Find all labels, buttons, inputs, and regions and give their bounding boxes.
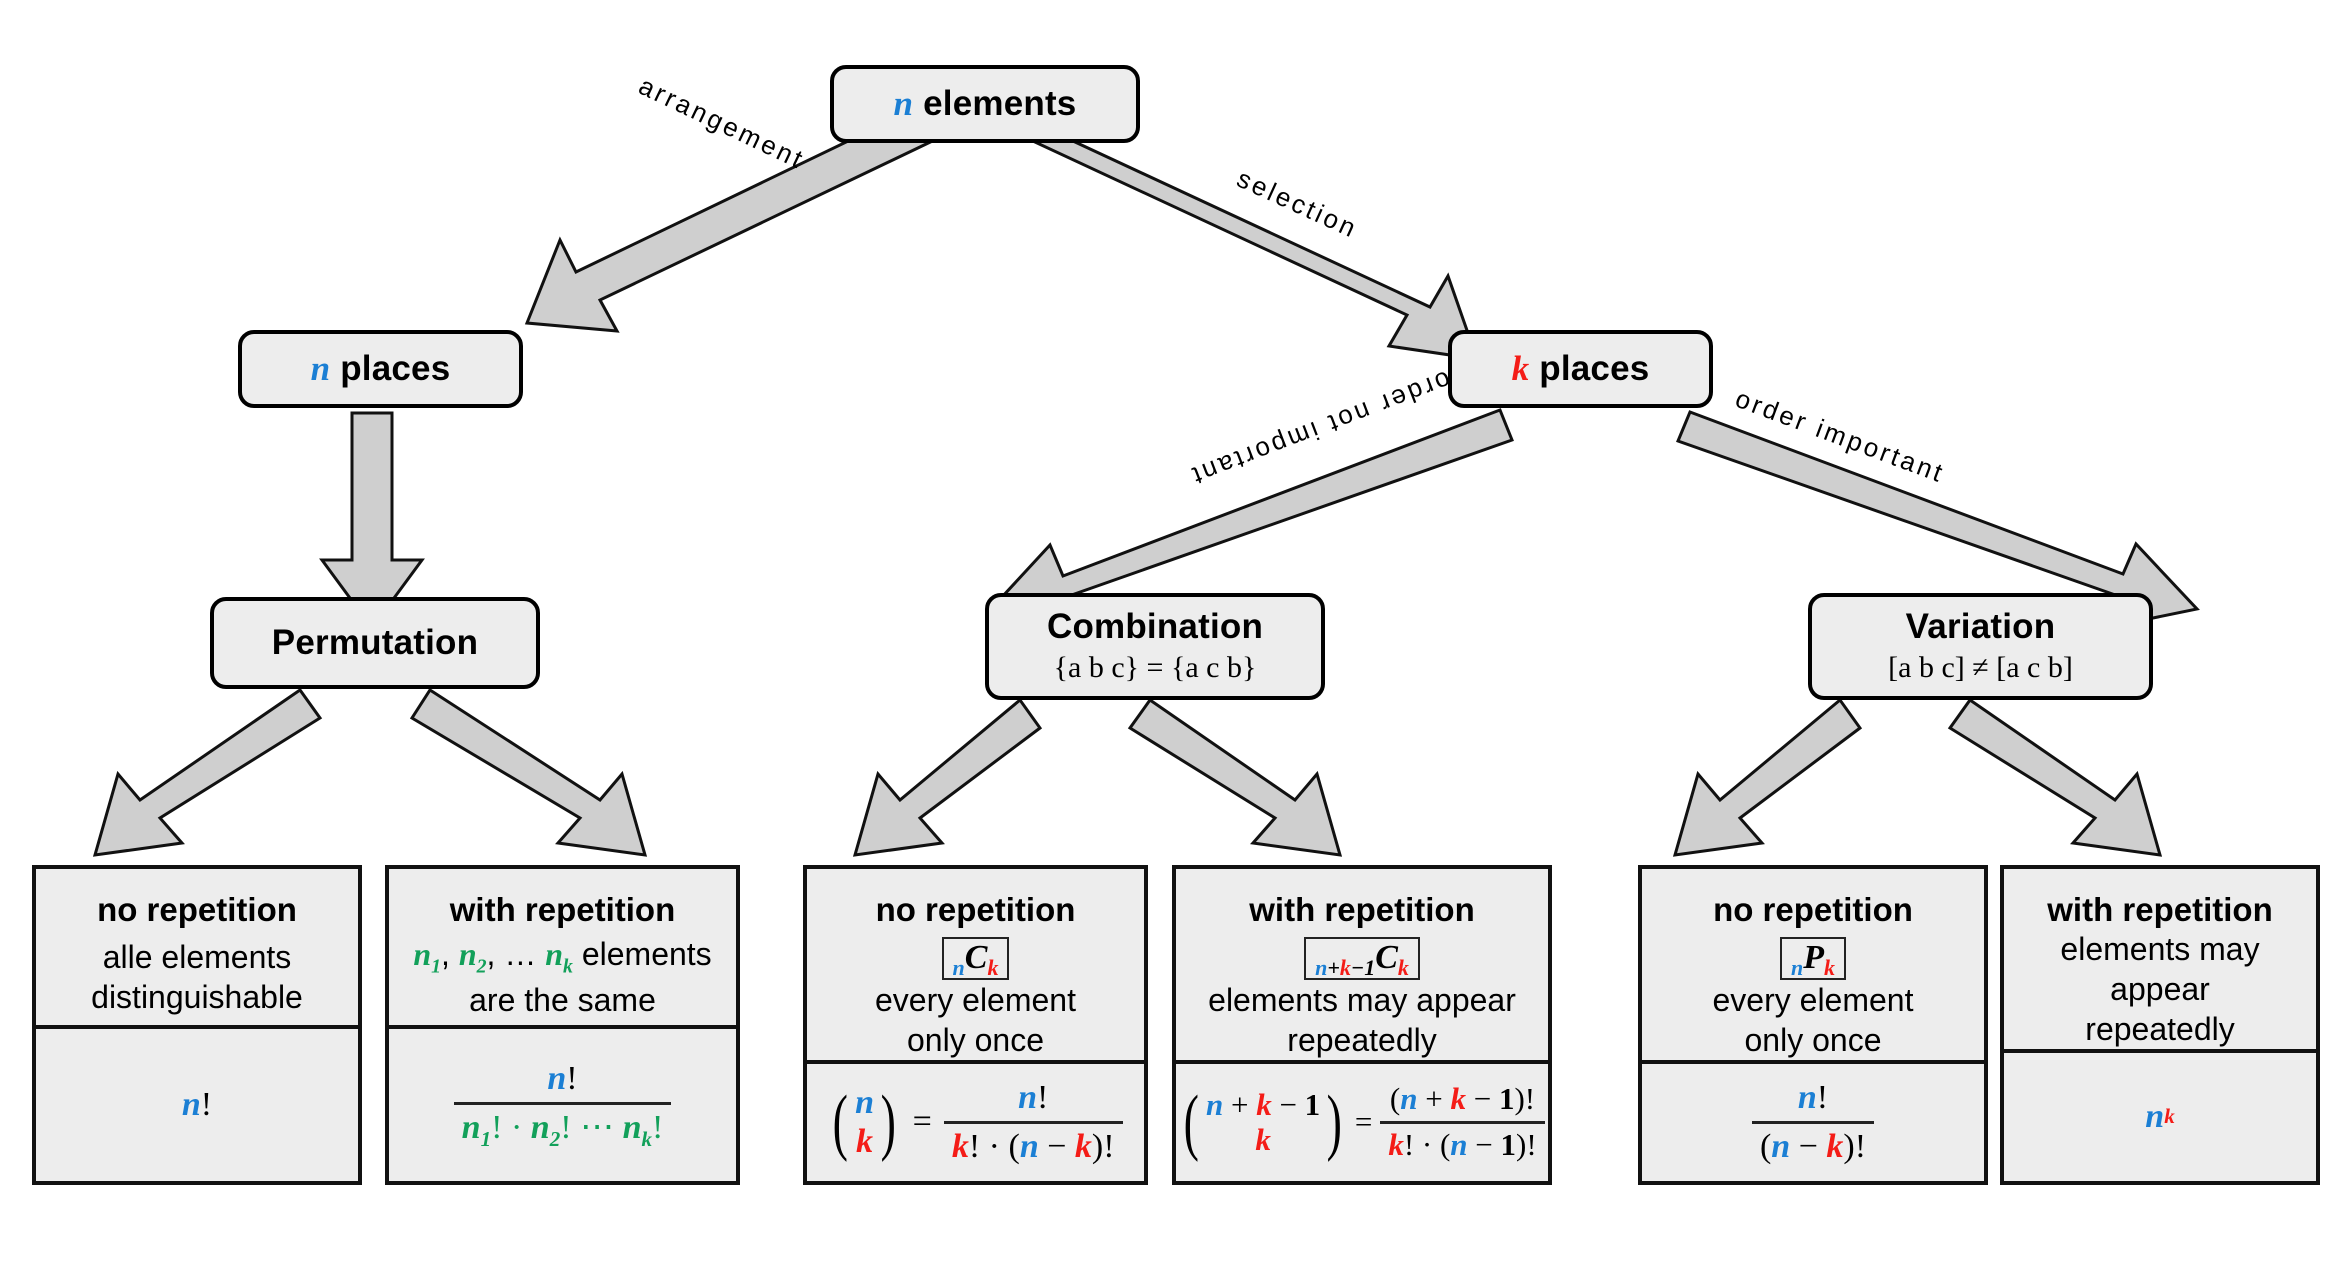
node-permutation[interactable]: Permutation <box>210 597 540 689</box>
leaf-desc-line: elements may appear <box>1208 981 1516 1018</box>
node-n-elements[interactable]: n elements <box>830 65 1140 143</box>
badge-symbol-c: C <box>1375 938 1398 976</box>
node-variation-subtitle: [a b c] ≠ [a c b] <box>1888 650 2073 684</box>
node-variation[interactable]: Variation [a b c] ≠ [a c b] <box>1808 593 2153 700</box>
badge-sub-n: n <box>1315 954 1328 980</box>
badge-sub-n: n <box>952 954 965 980</box>
var-n: n <box>2145 1097 2165 1135</box>
node-k-places[interactable]: k places <box>1448 330 1713 408</box>
leaf-head: with repetition <box>449 891 676 928</box>
leaf-head: with repetition <box>1249 891 1475 928</box>
leaf-head: no repetition <box>97 891 297 928</box>
node-k-places-label: k places <box>1511 348 1650 389</box>
node-combination-subtitle: {a b c} = {a c b} <box>1053 650 1257 684</box>
node-combination[interactable]: Combination {a b c} = {a c b} <box>985 593 1325 700</box>
leaf-desc: every element only once <box>867 980 1084 1060</box>
badge-symbol-c: C <box>964 938 988 976</box>
leaf-desc-line: repeatedly <box>1287 1021 1437 1058</box>
var-n-sub: n1 <box>413 936 442 978</box>
leaf-head: no repetition <box>875 891 1076 928</box>
var-n: n <box>310 348 331 388</box>
node-n-places-label: n places <box>310 348 451 389</box>
leaf-formula: ( n + k − 1 k ) = (n + k − 1)! k! · (n −… <box>1176 1059 1548 1181</box>
leaf-formula: n! n1! · n2! ⋯ nk! <box>389 1025 736 1181</box>
leaf-permutation-with-repetition[interactable]: with repetition n1, n2, … nk elements ar… <box>385 865 740 1185</box>
leaf-desc-line: distinguishable <box>91 978 303 1015</box>
leaf-desc-line: alle elements <box>102 938 292 975</box>
leaf-permutation-no-repetition[interactable]: no repetition alle elements distinguisha… <box>32 865 362 1185</box>
leaf-formula: n! <box>36 1025 358 1181</box>
badge-sub-k: k <box>1824 954 1836 980</box>
badge-sub-k: k <box>1397 954 1409 980</box>
leaf-desc-line: n1, n2, … nk elements <box>413 936 712 978</box>
badge-symbol-p: P <box>1803 938 1825 976</box>
node-n-places-text: places <box>340 348 451 388</box>
leaf-desc: n1, n2, … nk elements are the same <box>405 934 719 1019</box>
leaf-desc-line: are the same <box>469 981 656 1018</box>
leaf-desc-line: elements may appear <box>2060 930 2260 1007</box>
leaf-desc: elements may appear repeatedly <box>1200 980 1524 1060</box>
node-n-elements-label: n elements <box>893 83 1077 124</box>
var-n-sub: n2 <box>458 936 487 978</box>
badge-sub-minus-one: −1 <box>1350 954 1376 980</box>
badge-sub-n: n <box>1790 954 1804 980</box>
leaf-desc: every element only once <box>1705 980 1922 1060</box>
leaf-desc-line: repeatedly <box>2085 1010 2235 1047</box>
node-permutation-title: Permutation <box>271 622 479 662</box>
node-combination-title: Combination <box>1046 607 1264 647</box>
leaf-head: with repetition <box>2047 891 2273 928</box>
binomial-npk1-choose-k: ( n + k − 1 k ) <box>1183 1081 1343 1164</box>
leaf-variation-with-repetition[interactable]: with repetition elements may appear repe… <box>2000 865 2320 1185</box>
node-k-places-text: places <box>1539 348 1650 388</box>
var-k: k <box>2164 1104 2175 1129</box>
var-n: n <box>893 83 914 123</box>
leaf-desc-line: every element <box>875 981 1076 1018</box>
leaf-desc: elements may appear repeatedly <box>2004 929 2316 1049</box>
leaf-desc-line: only once <box>1744 1021 1882 1058</box>
leaf-head: no repetition <box>1713 891 1913 928</box>
var-n: n <box>181 1086 201 1123</box>
badge-sub-k: k <box>987 954 999 980</box>
leaf-desc-line: every element <box>1712 981 1914 1018</box>
var-n-sub: nk <box>545 936 573 978</box>
leaf-desc-line: only once <box>907 1021 1044 1058</box>
node-variation-title: Variation <box>1905 607 2056 647</box>
node-n-places[interactable]: n places <box>238 330 523 408</box>
badge-sub-k: k <box>1339 954 1351 980</box>
node-n-elements-text: elements <box>923 83 1077 123</box>
leaf-desc: alle elements distinguishable <box>83 937 311 1017</box>
leaf-formula: n! (n − k)! <box>1642 1059 1984 1181</box>
badge-sub-plus: + <box>1327 954 1340 980</box>
var-k: k <box>1511 348 1530 388</box>
